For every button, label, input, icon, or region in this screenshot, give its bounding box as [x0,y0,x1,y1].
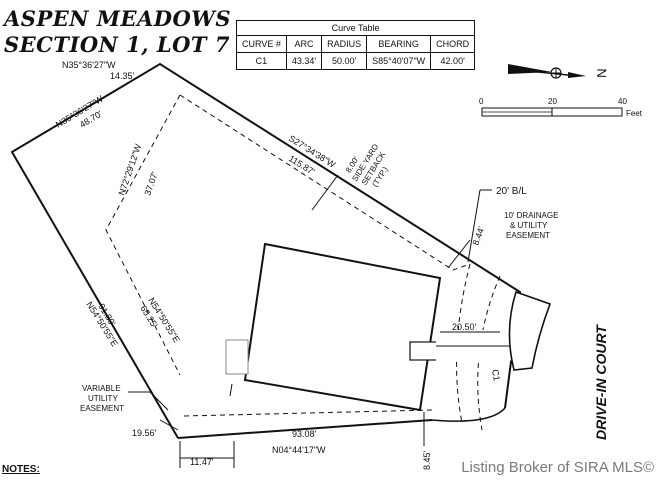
label-curve-c1: C1 [490,369,502,382]
plat-title-line1: ASPEN MEADOWS [4,6,232,31]
variable-line-2: UTILITY [88,394,118,403]
label-bottom-bearing: N04°44'17"W [272,445,326,455]
dim-tick-1956 [159,419,179,431]
plat-title-line2: SECTION 1, LOT 7 [4,32,230,57]
house-footprint [243,242,442,412]
notes-heading: NOTES: [2,464,40,475]
mls-watermark: Listing Broker of SIRA MLS© [461,459,654,476]
label-dim-2050: 20.50' [452,322,477,332]
driveway-lip [409,341,439,361]
variable-line-1: VARIABLE [82,384,121,393]
label-dim-844: 8.44' [470,225,486,247]
label-side-yard-setback: 8.00' SIDE YARD SETBACK (TYP.) [344,142,390,188]
drainage-line-1: 10' DRAINAGE [504,211,558,220]
drainage-line-3: EASEMENT [506,231,550,240]
scale-bar: 0 20 40 Feet [479,97,643,118]
label-top-dist: 14.35' [110,71,135,81]
label-dim-845: 8.45' [422,450,432,470]
north-arrow: N [507,64,609,79]
front-arc-c1 [431,407,506,422]
label-building-line: 20' B/L [496,186,527,197]
dim-line-variable-diag [149,391,169,411]
scale-label-20: 20 [548,97,557,106]
scale-label-0: 0 [479,97,484,106]
dim-tick-house [229,383,233,397]
label-street: DRIVE-IN COURT [593,324,609,440]
label-dim-1147: 11.47' [190,457,214,467]
label-interior-dist: 37.07' [142,170,159,196]
dim-line-844 [447,239,471,269]
drainage-easement-dashed [477,275,501,431]
dim-line-setback [311,174,339,211]
variable-line-3: EASEMENT [80,404,124,413]
lot-boundary-bottom [177,419,433,439]
label-top-bearing: N35°36'27"W [62,60,116,70]
curve-table: Curve Table CURVE # ARC RADIUS BEARING C… [235,20,476,70]
cul-de-sac-curb [508,290,552,371]
north-letter: N [594,68,609,78]
curve-table-cell: 42.00' [430,52,476,70]
easement-dashed-bottom [183,409,433,417]
label-bottom-dist: 93.08' [292,429,317,439]
drainage-line-2: & UTILITY [510,221,548,230]
easement-dashed-line [105,94,181,376]
porch [225,339,249,375]
curve-table-cell: 43.34' [285,52,323,70]
dim-line-bl-diag [467,189,481,263]
scale-label-40: 40 [618,97,627,106]
label-dim-1956: 19.56' [132,428,157,438]
setback-dashed-line [179,94,471,271]
scale-unit: Feet [626,109,643,118]
curve-table-cell: S85°40'07"W [366,52,432,70]
